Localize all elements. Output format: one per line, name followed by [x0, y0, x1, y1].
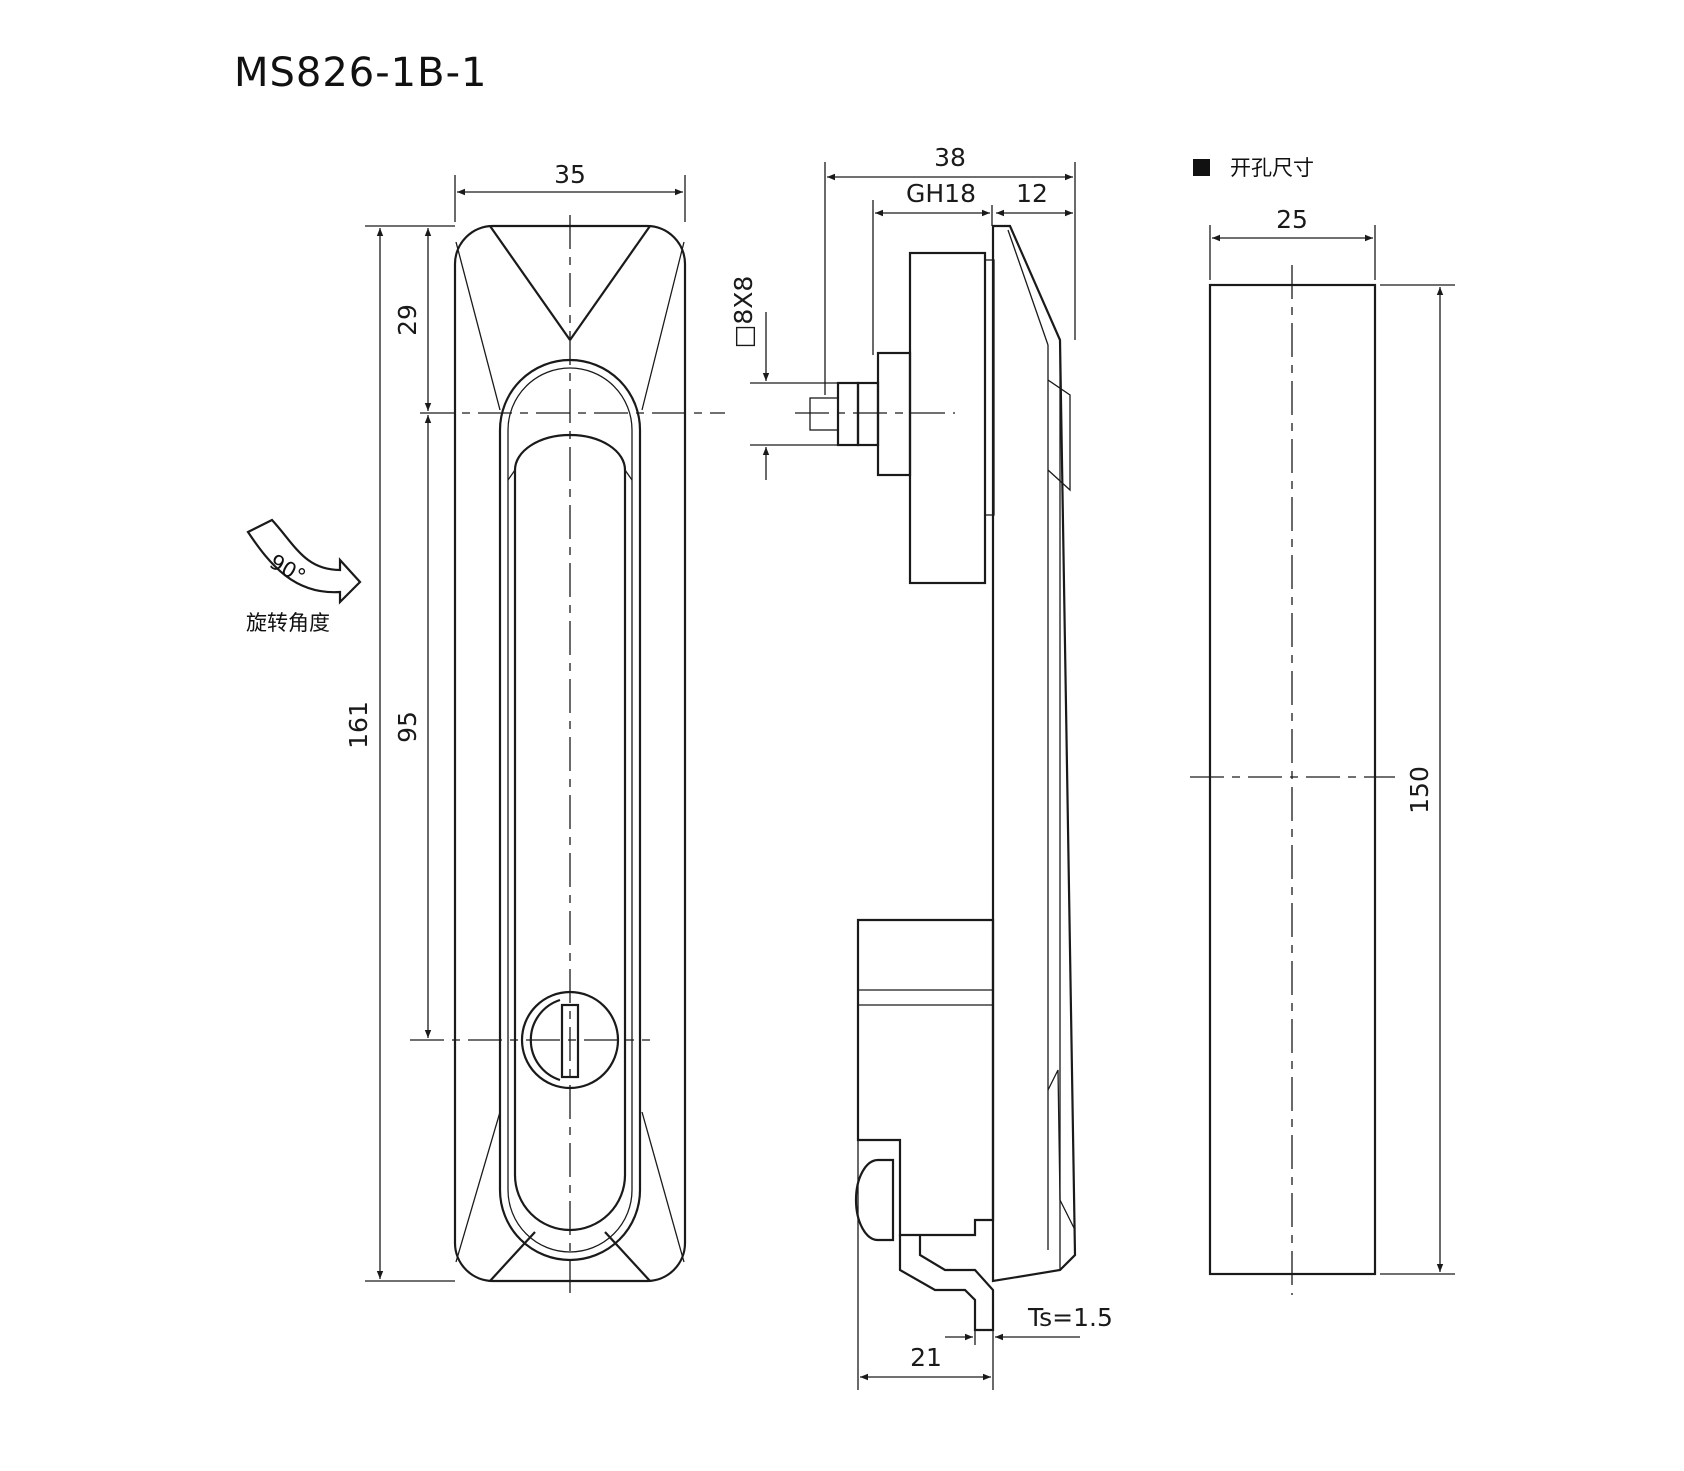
dim-thickness-label: Ts=1.5 [1027, 1303, 1113, 1332]
bottom-edge-left [455, 1111, 501, 1263]
lever-protrusion-bottom [1047, 1069, 1076, 1231]
upper-housing [908, 251, 987, 585]
rotation-caption: 旋转角度 [246, 611, 330, 635]
drawing-title: MS826-1B-1 [234, 50, 487, 96]
dim-cutout-width-label: 25 [1276, 205, 1308, 234]
bottom-chamfer-left [489, 1231, 536, 1282]
lever-outer [498, 358, 642, 1262]
lever-detail-l [507, 469, 516, 481]
front-view: 35 161 29 95 [344, 160, 725, 1300]
legend-square-icon [1193, 159, 1210, 176]
plate-edge [1007, 229, 1049, 346]
spindle-washer [856, 381, 880, 447]
top-edge-left [455, 241, 501, 411]
dim-depth-label: 38 [934, 143, 966, 172]
side-view: 38 GH18 12 □8X8 21 Ts=1.5 [729, 143, 1113, 1390]
dim-top-pivot-label: 29 [393, 304, 422, 336]
dim-cutout-height-label: 150 [1405, 766, 1434, 814]
top-chamfer-right [569, 225, 651, 341]
spindle-square [836, 381, 860, 447]
dim-thread-label: GH18 [906, 179, 976, 208]
lever-detail-r [624, 469, 633, 481]
rotation-arrow-icon [246, 518, 362, 605]
dim-base-label: 21 [910, 1343, 942, 1372]
side-plate [991, 224, 1077, 1283]
lower-housing [856, 918, 995, 1237]
top-edge-right [641, 241, 685, 411]
dim-width-label: 35 [554, 160, 586, 189]
rotation-indicator: 90° 旋转角度 [246, 518, 362, 635]
cam-roller [854, 1158, 895, 1242]
dim-square-label: □8X8 [729, 276, 758, 349]
spindle-tip [809, 397, 839, 431]
dim-pivot-lock-label: 95 [393, 711, 422, 743]
bottom-chamfer-right [604, 1231, 651, 1282]
dim-total-height-label: 161 [344, 701, 373, 749]
lever-inner-edge [507, 367, 633, 1253]
dim-flange-label: 12 [1016, 179, 1048, 208]
cutout-legend-label: 开孔尺寸 [1230, 156, 1314, 180]
lever-protrusion-top [1047, 379, 1071, 492]
top-chamfer-left [489, 225, 571, 341]
cam-latch [898, 1235, 995, 1332]
housing-gasket [984, 259, 995, 516]
cutout-view: 开孔尺寸 25 150 [1190, 156, 1455, 1295]
bottom-edge-right [641, 1111, 685, 1263]
spindle-nut [876, 351, 912, 477]
